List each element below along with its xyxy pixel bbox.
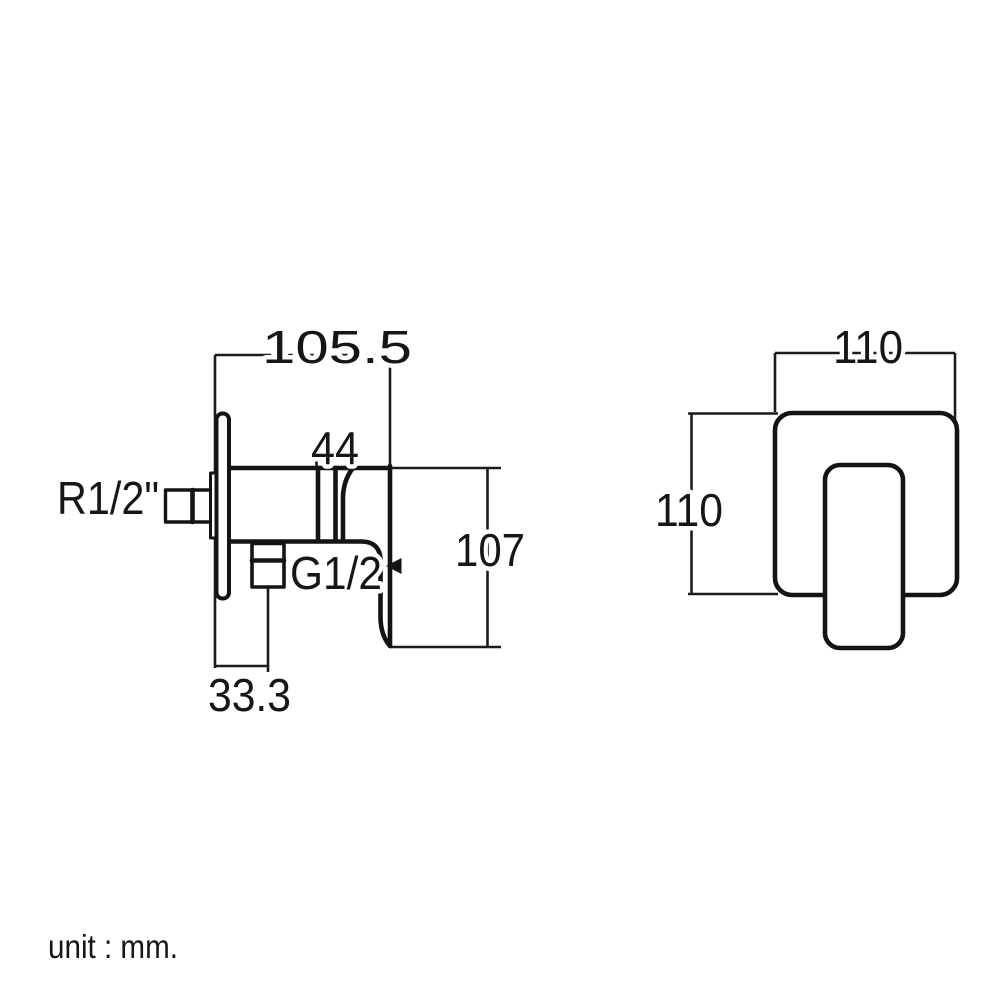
body-bottom-and-handle-tip (226, 539, 393, 649)
inlet-pipe (163, 488, 214, 524)
side-view-dimension-lines (213, 353, 501, 672)
valve-front-profile (772, 410, 960, 651)
unit-note: unit : mm. (48, 928, 178, 965)
side-view: 105.5 44 107 33.3 R1/2" G1/2 (53, 317, 530, 726)
side-view-labels: 105.5 44 107 33.3 R1/2" G1/2 (53, 317, 530, 726)
front-view: 110 110 (651, 317, 960, 651)
dim-label-height: 107 (455, 524, 525, 576)
front-view-dimension-lines (688, 351, 957, 596)
dim-label-faceplate-width: 110 (833, 321, 903, 373)
inlet-and-plate (163, 411, 231, 601)
handle-front (822, 462, 906, 651)
front-view-labels: 110 110 (651, 317, 908, 541)
dim-label-handle-width: 44 (311, 422, 359, 474)
outlet-port-block (250, 541, 286, 589)
wall-plate-edge (214, 411, 231, 601)
leader-arrowhead-icon (386, 558, 402, 574)
dim-label-faceplate-height: 110 (655, 484, 723, 536)
dim-label-overall-width: 105.5 (262, 321, 412, 373)
outlet-thread-label: G1/2 (290, 547, 382, 599)
valve-side-profile (226, 463, 402, 649)
inlet-thread-label: R1/2" (57, 472, 159, 524)
dim-label-outlet-offset: 33.3 (208, 669, 291, 721)
handle-neck-curve (340, 465, 356, 543)
